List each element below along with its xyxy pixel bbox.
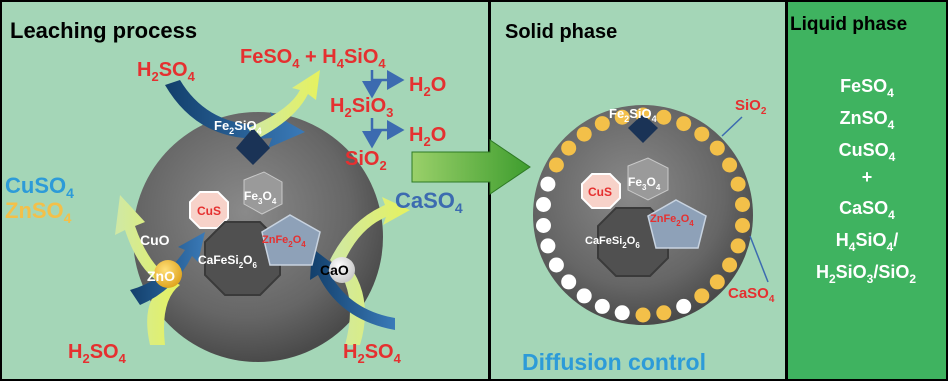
feso4-h4sio4-equation: FeSO4 + H4SiO4 <box>240 46 386 71</box>
znfe2o4-crystal <box>261 214 321 266</box>
caso4-pointer <box>749 235 769 283</box>
sio2-dot <box>576 126 592 142</box>
sio2-dot <box>735 197 750 212</box>
liquid-panel <box>788 2 946 379</box>
liquid-cuso4: CuSO4 <box>839 140 896 164</box>
cafesi2o6-label: CaFeSi2O6 <box>198 253 257 270</box>
liquid-feso4: FeSO4 <box>840 76 894 100</box>
residue-caso4-label: CaSO4 <box>728 285 775 305</box>
transition-arrow <box>411 139 531 195</box>
fe2sio4-label: Fe2SiO4 <box>214 118 262 136</box>
liquid-title: Liquid phase <box>790 14 907 35</box>
caso4-dot <box>614 305 630 321</box>
sio2-dot <box>722 257 738 273</box>
feso4-out-arrow <box>248 70 320 140</box>
sio2-dot <box>656 109 672 125</box>
h2o-2: H2O <box>409 124 446 149</box>
znfe2o4-label: ZnFe2O4 <box>262 234 306 249</box>
cao-particle <box>329 257 355 283</box>
cus-label: CuS <box>197 204 221 218</box>
h2o-1: H2O <box>409 74 446 99</box>
caso4-dot <box>536 218 551 233</box>
cuo-label: CuO <box>140 232 170 248</box>
cuso4-out-arrow <box>115 195 180 345</box>
fe3o4-label: Fe3O4 <box>244 189 277 206</box>
h2so4-bl-arrow <box>130 232 205 305</box>
h2so4-bottom-right: H2SO4 <box>343 341 402 366</box>
sio2-dot <box>735 218 750 233</box>
cuso4-leach: CuSO4 <box>5 173 74 201</box>
sio2-dot <box>730 238 746 254</box>
sio2-dot <box>594 116 610 132</box>
sio2-dot <box>635 307 651 323</box>
residue-znfe2o4-label: ZnFe2O4 <box>650 213 694 228</box>
liquid-znso4: ZnSO4 <box>840 108 895 132</box>
sio2-dot <box>656 305 672 321</box>
diffusion-control-label: Diffusion control <box>522 349 706 375</box>
solid-title: Solid phase <box>505 21 617 43</box>
residue-cafesi2o6-label: CaFeSi2O6 <box>585 235 640 250</box>
residue-fe3o4-crystal <box>627 157 669 201</box>
residue-znfe2o4-crystal <box>647 199 707 249</box>
h2so4-bottom-left: H2SO4 <box>68 341 127 366</box>
caso4-dot <box>576 288 592 304</box>
znso4-leach: ZnSO4 <box>5 198 72 226</box>
sio2-dot <box>694 126 710 142</box>
fe3o4-crystal <box>243 171 283 215</box>
caso4-leach: CaSO4 <box>395 188 463 216</box>
sio2-leach: SiO2 <box>345 148 387 173</box>
caso4-dot <box>540 176 556 192</box>
h2sio3-leach: H2SiO3 <box>330 95 393 120</box>
residue-cus-label: CuS <box>588 185 612 199</box>
caso4-dot <box>548 257 564 273</box>
liquid-h2sio3-sio2: H2SiO3/SiO2 <box>816 262 916 286</box>
caso4-dot <box>676 298 692 314</box>
liquid-caso4: CaSO4 <box>839 198 895 222</box>
sio2-dot <box>709 140 725 156</box>
liquid-plus: + <box>862 167 873 187</box>
leaching-title: Leaching process <box>10 18 197 43</box>
cao-label: CaO <box>320 262 349 278</box>
sio2-dot <box>730 176 746 192</box>
sio2-dot <box>722 157 738 173</box>
liquid-h4sio4: H4SiO4/ <box>836 230 898 254</box>
sio2-pointer <box>721 116 743 137</box>
caso4-dot <box>561 274 577 290</box>
sio2-dot <box>614 109 630 125</box>
residue-fe2sio4-label: Fe2SiO4 <box>609 106 657 124</box>
residue-sio2-label: SiO2 <box>735 97 767 117</box>
zno-label: ZnO <box>147 268 175 284</box>
caso4-dot <box>540 238 556 254</box>
h2so4-top: H2SO4 <box>137 59 196 84</box>
zno-particle <box>154 260 182 288</box>
sio2-dot <box>548 157 564 173</box>
sio2-dot <box>676 116 692 132</box>
sio2-dot <box>694 288 710 304</box>
caso4-dot <box>594 298 610 314</box>
sio2-dot <box>561 140 577 156</box>
liquid-products: FeSO4 ZnSO4 CuSO4 + CaSO4 H4SiO4/ H2SiO3… <box>816 76 916 286</box>
residue-fe2sio4-crystal <box>628 114 658 143</box>
caso4-dot <box>536 197 551 212</box>
residue-cus-crystal <box>581 173 621 209</box>
sio2-dot <box>709 274 725 290</box>
residue-fe3o4-label: Fe3O4 <box>628 175 661 192</box>
fe2sio4-crystal <box>236 128 270 165</box>
